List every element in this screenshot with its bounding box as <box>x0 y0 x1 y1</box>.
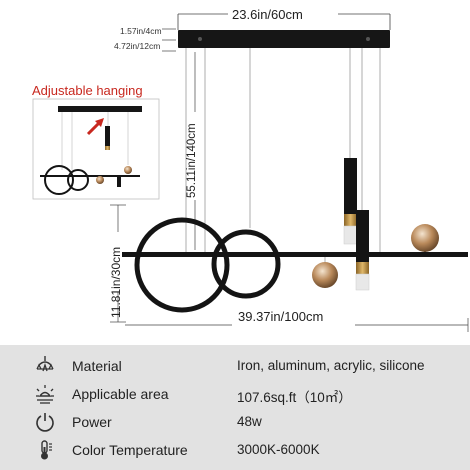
spec-value: Iron, aluminum, acrylic, silicone <box>237 358 425 373</box>
spec-label: Power <box>72 414 112 430</box>
red-arrow-icon <box>86 118 104 136</box>
pendant-tube-center <box>355 210 370 291</box>
spec-label: Material <box>72 358 122 374</box>
chandelier-icon <box>36 356 54 372</box>
fixture-height-dimension <box>110 204 126 323</box>
small-ring <box>211 229 281 299</box>
canopy-dimension-lines <box>162 28 176 52</box>
adjustable-hanging-label: Adjustable hanging <box>32 83 143 98</box>
fixture-length-dimension <box>125 318 469 332</box>
canopy-depth-label: 4.72in/12cm <box>114 41 161 51</box>
spec-value: 3000K-6000K <box>237 442 320 457</box>
spec-label: Color Temperature <box>72 442 188 458</box>
spec-panel: Material Iron, aluminum, acrylic, silico… <box>0 345 470 470</box>
hanging-length-label: 55.11in/140cm <box>186 123 198 198</box>
spec-row-material: Material Iron, aluminum, acrylic, silico… <box>0 353 470 379</box>
power-icon <box>36 413 54 432</box>
globe-below-bar <box>312 262 338 288</box>
spec-row-color-temperature: Color Temperature 3000K-6000K <box>0 437 470 463</box>
horizontal-bar <box>122 252 468 257</box>
ceiling-canopy <box>178 30 390 48</box>
light-rays-icon <box>36 385 54 404</box>
spec-value: 48w <box>237 414 262 429</box>
hanging-wires <box>185 48 381 262</box>
large-ring <box>134 217 230 313</box>
chandelier-illustration <box>32 13 469 332</box>
canopy-height-label: 1.57in/4cm <box>120 26 162 36</box>
spec-row-area: Applicable area 107.6sq.ft（10㎡） <box>0 381 470 407</box>
top-width-dimension <box>177 13 391 30</box>
inset-adjustable-illustration <box>32 98 160 200</box>
top-width-label: 23.6in/60cm <box>232 7 303 22</box>
pendant-tube-left <box>343 158 358 245</box>
spec-row-power: Power 48w <box>0 409 470 435</box>
spec-value: 107.6sq.ft（10㎡） <box>237 390 352 405</box>
fixture-height-label: 11.81in/30cm <box>109 246 123 318</box>
fixture-length-label: 39.37in/100cm <box>238 309 324 324</box>
spec-label: Applicable area <box>72 386 169 402</box>
thermometer-icon <box>41 440 52 460</box>
globe-above-bar <box>411 224 439 255</box>
